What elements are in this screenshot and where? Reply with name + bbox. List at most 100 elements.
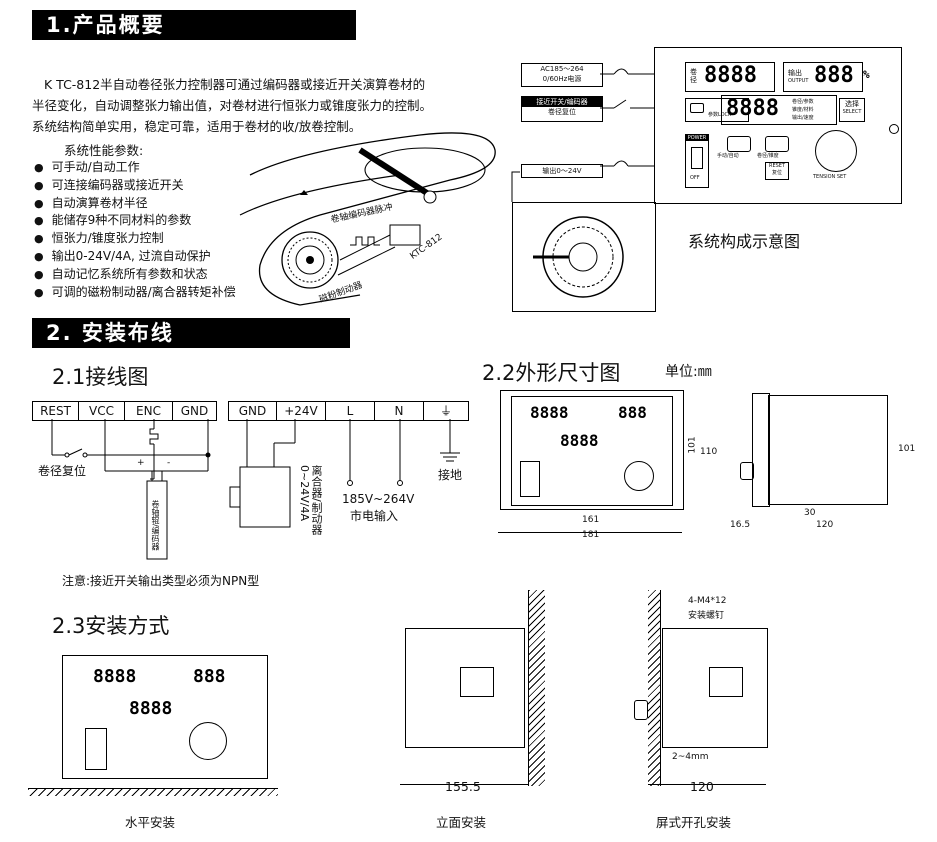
main-display: 8888 卷径/参数 锥度/材料 输出/速度 [721,95,837,125]
reset-input-label: 卷径复位 [548,108,576,116]
screw-spec-sub: 安装螺钉 [688,611,725,621]
select-sub: SELECT [842,109,862,115]
front-view-knob [624,461,654,491]
reset-button[interactable]: RESET 复位 [765,162,789,180]
feature-item: 输出0-24V/4A, 过流自动保护 [34,248,236,266]
intro-line-2: 半径变化，自动调整张力输出值，对卷材进行恒张力或锥度张力的控制。 [32,98,433,113]
reset-btn-label: RESET [768,163,786,169]
roller-illustration [239,132,496,306]
system-connectors [511,68,655,202]
power-switch[interactable]: POWER OFF [685,134,709,188]
terminal-gnd-2: GND [229,402,277,420]
screw-icon [889,124,899,134]
dim-161: 161 [582,515,600,525]
power-box: AC185～264 0/60Hz电源 [521,63,603,87]
horizontal-power [85,728,107,770]
brake-illustration [512,202,656,312]
horizontal-main: 8888 [129,698,173,719]
dim-155: 155.5 [445,779,481,794]
encoder-label: 接近开关/编码器 [522,97,602,107]
intro-line-1: K TC-812半自动卷径张力控制器可通过编码器或接近开关演算卷材的 [44,77,426,92]
dim-120-install: 120 [690,779,714,794]
radius-label: 卷径 [690,68,697,84]
mode-line: 卷径/参数 [792,99,814,105]
panel-wall [648,590,661,786]
intro-line-3: 系统结构简单实用，稳定可靠，适用于卷材的收/放卷控制。 [32,119,362,134]
panel-cut-caption: 屏式开孔安装 [656,815,732,830]
terminal-vcc: VCC [79,402,125,420]
output-sub: OUTPUT [788,78,809,84]
vertical-caption: 立面安装 [436,815,487,830]
off-label: OFF [690,175,700,181]
panel-cut-window [709,667,743,697]
section2-title: 2. 安装布线 [32,318,350,348]
front-view-radius: 8888 [530,403,569,422]
dim-16-5: 16.5 [730,520,751,530]
reset-btn-sub: 复位 [771,170,782,176]
dim-110: 110 [700,447,718,457]
select-button[interactable]: 选择 SELECT [839,98,865,122]
mains-voltage: 185V~264V [342,492,415,506]
wiring-title: 2.1接线图 [52,365,149,389]
dim-120-side: 120 [816,520,834,530]
vertical-body [405,628,525,748]
sensor-label: 卷轴辊/编码器 [151,500,160,551]
output-box: 输出0～24V [521,164,603,178]
output-value: 888 [814,63,854,88]
feature-item: 恒张力/锥度张力控制 [34,230,236,248]
dim-181: 181 [582,530,600,540]
dim-line-181 [498,532,682,533]
horizontal-output: 888 [193,666,226,687]
dim-30: 30 [804,508,816,518]
terminal-enc: ENC [125,402,173,420]
feature-item: 可连接编码器或接近开关 [34,177,236,195]
feature-item: 可手动/自动工作 [34,159,236,177]
terminal-24v: +24V [277,402,326,420]
brake-wire-label-1: 离合器/制动器 [310,465,323,535]
select-label: 选择 [845,100,859,108]
percent-sign: % [863,68,870,81]
mode-list: 卷径/参数 锥度/材料 输出/速度 [792,98,814,122]
lock-label: 参数LOCK [708,112,732,118]
rocker-icon [691,147,703,169]
dim-line-120 [648,784,766,785]
mode-line: 锥度/材料 [792,107,814,113]
wiring-lines [51,419,460,560]
auto-label: 卷径/锥度 [757,153,779,159]
horizontal-knob [189,722,227,760]
feature-item: 能储存9种不同材料的参数 [34,212,236,230]
intro-paragraph: K TC-812半自动卷径张力控制器可通过编码器或接近开关演算卷材的 半径变化，… [32,74,482,137]
front-view-panel: 8888 888 8888 [511,396,673,506]
dim-line-155 [400,784,528,785]
gap-label: 2~4mm [672,752,709,762]
radius-display: 卷径 8888 [685,62,775,92]
install-title: 2.3安装方式 [52,614,170,638]
section1-title: 1.产品概要 [32,10,356,40]
minus-sign: - [167,458,171,468]
brake-wire-label: 离合器/制动器 0~24V/4A [298,465,323,535]
panel-cut-body [662,628,768,748]
reset-wire-label: 卷径复位 [38,464,87,478]
key-icon [690,103,704,113]
manual-button[interactable] [727,136,751,152]
panel-cut-knob [634,700,648,720]
side-view-body [768,395,888,505]
radius-value: 8888 [704,63,757,88]
lock-button[interactable]: 参数LOCK [685,98,749,122]
vertical-window [460,667,494,697]
tension-knob[interactable] [815,130,857,172]
mains-input: 市电输入 [350,509,399,523]
output-label: 输出 [788,69,802,77]
auto-button[interactable] [765,136,789,152]
knob-label: TENSION SET [813,174,847,180]
front-view-main: 8888 [560,431,599,450]
feature-item: 自动演算卷材半径 [34,195,236,213]
side-view-knob [740,462,754,480]
vertical-wall [528,590,545,786]
npn-note: 注意:接近开关输出类型必须为NPN型 [62,574,260,588]
params-title: 系统性能参数: [64,143,144,158]
front-view-output: 888 [618,403,647,422]
power-input-sub: 0/60Hz电源 [542,75,582,83]
brake-wire-label-2: 0~24V/4A [298,465,311,521]
terminal-ground: ⏚ [439,404,452,418]
